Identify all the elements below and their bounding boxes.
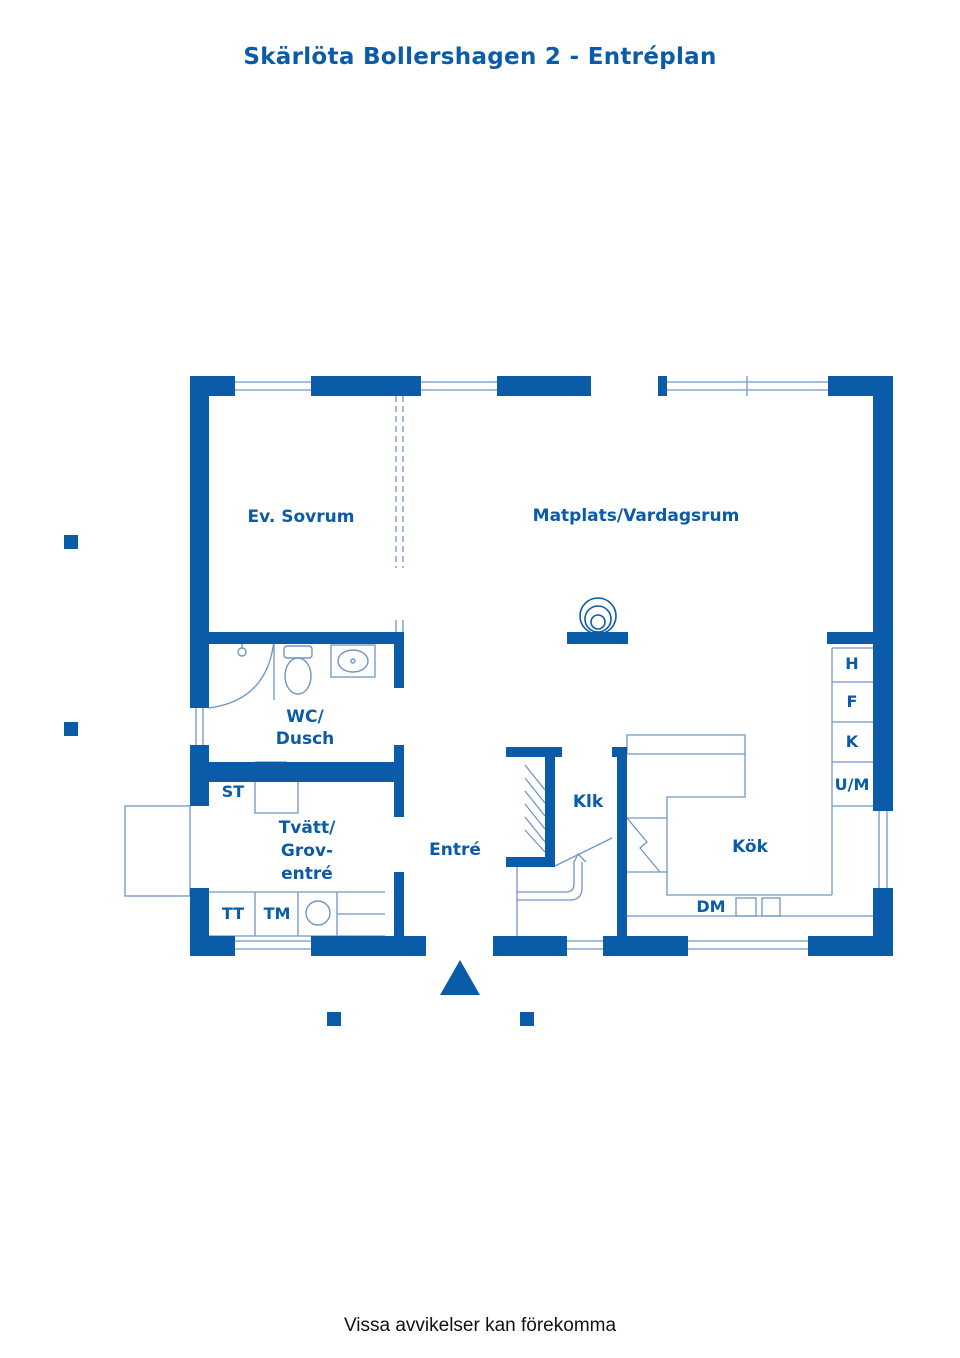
room-label-wc-2: Dusch [276, 729, 335, 749]
label-tt: TT [222, 904, 244, 923]
label-k: K [846, 732, 859, 751]
room-label-tvatt-1: Tvätt/ [279, 818, 336, 838]
washing-machine-icon [305, 900, 331, 926]
room-label-tvatt-3: entré [281, 864, 333, 884]
page-title: Skärlöta Bollershagen 2 - Entréplan [243, 44, 717, 70]
room-label-tvatt-2: Grov- [281, 841, 333, 861]
thin-lines [124, 376, 888, 950]
room-label-entre: Entré [429, 840, 481, 860]
label-um: U/M [835, 775, 870, 794]
room-label-sovrum: Ev. Sovrum [248, 507, 355, 527]
room-label-vardagsrum: Matplats/Vardagsrum [533, 506, 740, 526]
column-markers [64, 535, 534, 1026]
room-label-kok: Kök [732, 837, 769, 857]
entrance-arrow-icon [440, 960, 480, 995]
label-h: H [845, 654, 858, 673]
label-tm: TM [264, 904, 291, 923]
walls [190, 376, 893, 956]
shower-icon [237, 644, 247, 657]
room-label-st: ST [222, 782, 245, 801]
toilet-icon [283, 645, 313, 695]
fireplace-icon [579, 597, 617, 635]
label-dm: DM [696, 897, 725, 916]
sink-icon [337, 649, 369, 673]
room-label-klk: Klk [573, 792, 604, 812]
disclaimer: Vissa avvikelser kan förekomma [343, 1315, 617, 1336]
room-label-wc-1: WC/ [286, 707, 324, 727]
label-f: F [847, 692, 858, 711]
